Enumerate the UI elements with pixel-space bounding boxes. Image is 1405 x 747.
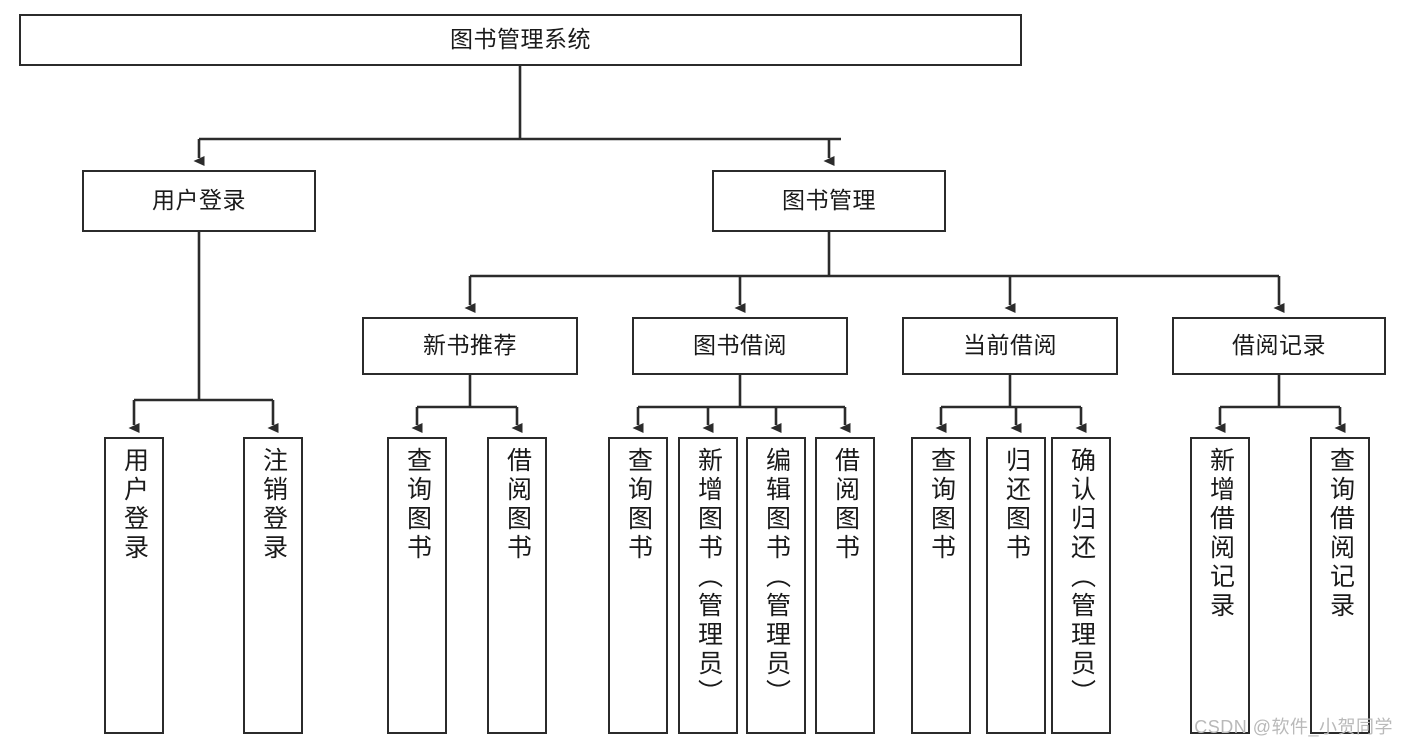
node-label: 查询借阅记录 [1326,447,1355,621]
node-label: 确认归还（管理员） [1067,447,1096,708]
node-leaf-borrow-book-recommend[interactable]: 借阅图书 [487,437,547,734]
node-leaf-borrow-book[interactable]: 借阅图书 [815,437,875,734]
node-label: 当前借阅 [963,332,1057,359]
node-leaf-user-login[interactable]: 用户登录 [104,437,164,734]
node-leaf-confirm-return-admin[interactable]: 确认归还（管理员） [1051,437,1111,734]
edge-recommend-to-leaves [411,375,523,433]
node-label: 借阅图书 [503,447,532,563]
node-leaf-edit-book-admin[interactable]: 编辑图书（管理员） [746,437,806,734]
edge-records-to-leaves [1214,375,1346,433]
node-current-borrow[interactable]: 当前借阅 [902,317,1118,375]
node-leaf-add-borrow-record[interactable]: 新增借阅记录 [1190,437,1250,734]
node-leaf-query-book-recommend[interactable]: 查询图书 [387,437,447,734]
node-label: 用户登录 [120,447,149,563]
node-label: 图书管理系统 [450,26,591,53]
node-user-login[interactable]: 用户登录 [82,170,316,232]
node-label: 查询图书 [927,447,956,563]
node-label: 新增借阅记录 [1206,447,1235,621]
node-label: 新增图书（管理员） [694,447,723,708]
node-book-management[interactable]: 图书管理 [712,170,946,232]
node-borrow-records[interactable]: 借阅记录 [1172,317,1386,375]
node-label: 查询图书 [624,447,653,563]
node-label: 归还图书 [1002,447,1031,563]
edge-bookmgmt-to-level3 [464,232,1285,313]
node-label: 注销登录 [259,447,288,563]
node-label: 查询图书 [403,447,432,563]
edge-currentborrow-to-leaves [935,375,1087,433]
edge-bookborrow-to-leaves [632,375,851,433]
watermark-text: CSDN @软件_小贺同学 [1194,717,1393,737]
edge-userlogin-to-leaves [128,232,279,433]
node-leaf-return-book[interactable]: 归还图书 [986,437,1046,734]
edge-root-to-level2 [193,66,841,166]
node-book-borrow[interactable]: 图书借阅 [632,317,848,375]
node-label: 借阅记录 [1232,332,1326,359]
node-leaf-add-book-admin[interactable]: 新增图书（管理员） [678,437,738,734]
node-leaf-query-book-current[interactable]: 查询图书 [911,437,971,734]
node-leaf-logout[interactable]: 注销登录 [243,437,303,734]
node-leaf-query-borrow-record[interactable]: 查询借阅记录 [1310,437,1370,734]
node-leaf-query-book-borrow[interactable]: 查询图书 [608,437,668,734]
node-label: 编辑图书（管理员） [762,447,791,708]
node-label: 新书推荐 [423,332,517,359]
node-root-system[interactable]: 图书管理系统 [19,14,1022,66]
node-label: 借阅图书 [831,447,860,563]
node-new-book-recommend[interactable]: 新书推荐 [362,317,578,375]
node-label: 图书借阅 [693,332,787,359]
node-label: 图书管理 [782,187,876,214]
node-label: 用户登录 [152,187,246,214]
